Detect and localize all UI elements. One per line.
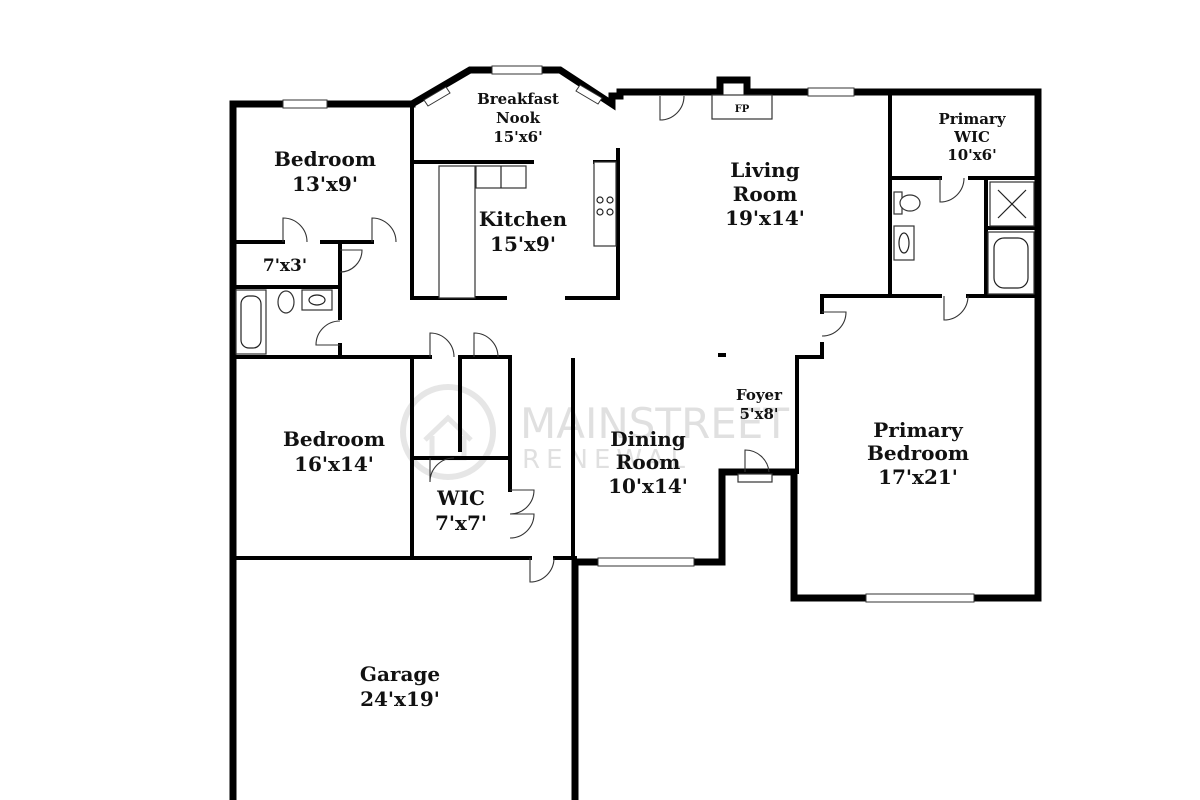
toilet bbox=[277, 290, 295, 314]
garage-size: 24'x19' bbox=[360, 687, 440, 711]
door bbox=[339, 249, 363, 273]
door bbox=[371, 217, 397, 243]
dining-room-name-1: Dining bbox=[610, 427, 686, 451]
closet-size: 7'x3' bbox=[263, 256, 307, 276]
garage-name: Garage bbox=[360, 662, 440, 686]
door bbox=[429, 457, 455, 483]
vanity bbox=[893, 225, 915, 261]
primary-bedroom-size: 17'x21' bbox=[878, 465, 958, 489]
bathtub bbox=[987, 231, 1035, 295]
foyer-name: Foyer bbox=[736, 386, 783, 404]
living-room-size: 19'x14' bbox=[725, 206, 805, 230]
window bbox=[491, 65, 543, 75]
window bbox=[423, 86, 451, 107]
living-room-name-1: Living bbox=[730, 158, 799, 182]
interior-walls bbox=[231, 90, 1040, 560]
doors bbox=[282, 95, 969, 583]
bedroom-2-size: 16'x14' bbox=[294, 452, 374, 476]
window bbox=[282, 99, 328, 109]
breakfast-nook-size: 15'x6' bbox=[493, 128, 542, 146]
kitchen-counter bbox=[438, 165, 476, 299]
door bbox=[509, 489, 535, 515]
window bbox=[865, 593, 975, 603]
door bbox=[939, 177, 965, 203]
fixtures: FP bbox=[235, 94, 1035, 355]
fireplace-label: FP bbox=[735, 104, 750, 115]
breakfast-nook-name-1: Breakfast bbox=[477, 90, 559, 108]
door bbox=[429, 332, 455, 358]
primary-bedroom-name-1: Primary bbox=[873, 418, 964, 442]
toilet bbox=[899, 194, 921, 212]
vanity bbox=[301, 289, 333, 311]
watermark: MAINSTREET RENEWAL bbox=[400, 384, 789, 480]
door bbox=[509, 513, 535, 539]
door-threshold bbox=[737, 473, 773, 483]
dining-room-name-2: Room bbox=[616, 450, 680, 474]
dining-room-size: 10'x14' bbox=[608, 474, 688, 498]
door bbox=[315, 320, 341, 346]
kitchen-name: Kitchen bbox=[479, 207, 568, 231]
wic-size: 7'x7' bbox=[435, 511, 487, 535]
wic-name: WIC bbox=[436, 486, 485, 510]
primary-wic-name-1: Primary bbox=[938, 110, 1006, 128]
window bbox=[597, 557, 695, 567]
door bbox=[282, 217, 308, 243]
kitchen-size: 15'x9' bbox=[490, 232, 556, 256]
primary-wic-size: 10'x6' bbox=[947, 146, 996, 164]
window bbox=[807, 87, 855, 97]
kitchen-counter bbox=[593, 161, 617, 247]
watermark-line1: MAINSTREET bbox=[520, 399, 789, 448]
bedroom-2-name: Bedroom bbox=[283, 427, 385, 451]
bedroom-1-name: Bedroom bbox=[274, 147, 376, 171]
watermark-logo-icon bbox=[400, 384, 496, 480]
windows bbox=[282, 65, 975, 603]
exterior-walls bbox=[229, 66, 1042, 800]
fireplace bbox=[711, 94, 773, 120]
door bbox=[943, 295, 969, 321]
door bbox=[821, 311, 847, 337]
breakfast-nook-name-2: Nook bbox=[496, 109, 541, 127]
room-labels: Breakfast Nook 15'x6' Bedroom 13'x9' 7'x… bbox=[263, 90, 1007, 711]
window bbox=[575, 84, 603, 105]
door bbox=[529, 557, 555, 583]
living-room-name-2: Room bbox=[733, 182, 797, 206]
door bbox=[473, 332, 499, 358]
primary-wic-name-2: WIC bbox=[953, 128, 990, 146]
door bbox=[744, 449, 770, 473]
door bbox=[659, 95, 685, 121]
watermark-house-icon bbox=[423, 414, 473, 461]
bedroom-1-size: 13'x9' bbox=[292, 172, 358, 196]
foyer-size: 5'x8' bbox=[739, 405, 778, 423]
watermark-line2: RENEWAL bbox=[522, 445, 691, 475]
primary-bedroom-name-2: Bedroom bbox=[867, 441, 969, 465]
